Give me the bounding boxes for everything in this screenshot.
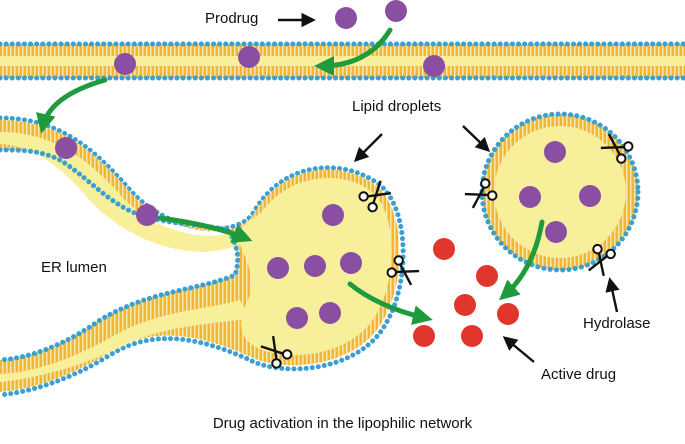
arrow-icon xyxy=(36,77,108,134)
prodrug-molecule xyxy=(55,137,77,159)
flow-arrows xyxy=(36,27,545,325)
prodrug-molecules xyxy=(55,0,601,329)
hydrolase-label: Hydrolase xyxy=(583,315,651,332)
prodrug-molecule xyxy=(322,204,344,226)
prodrug-molecule xyxy=(340,252,362,274)
active-drug-molecule xyxy=(413,325,435,347)
active-drug-molecule xyxy=(433,238,455,260)
prodrug-molecule xyxy=(423,55,445,77)
prodrug-molecule xyxy=(238,46,260,68)
prodrug-molecule xyxy=(579,185,601,207)
active-drug-molecule xyxy=(476,265,498,287)
active-drug-molecules xyxy=(413,238,519,347)
prodrug-label: Prodrug xyxy=(205,10,259,27)
lipid-droplets-label: Lipid droplets xyxy=(352,98,442,115)
label-pointers xyxy=(278,12,620,363)
prodrug-molecule xyxy=(304,255,326,277)
prodrug-molecule xyxy=(286,307,308,329)
arrow-icon xyxy=(347,281,433,325)
arrow-icon xyxy=(157,215,253,243)
figure-caption: Drug activation in the lipophilic networ… xyxy=(212,415,473,432)
prodrug-molecule xyxy=(267,257,289,279)
active-drug-label: Active drug xyxy=(541,366,617,383)
prodrug-molecule xyxy=(519,186,541,208)
prodrug-molecule xyxy=(319,302,341,324)
active-drug-molecule xyxy=(461,325,483,347)
arrow-icon xyxy=(353,133,383,163)
prodrug-molecule xyxy=(385,0,407,22)
prodrug-molecule xyxy=(545,221,567,243)
arrow-icon xyxy=(605,277,620,313)
active-drug-molecule xyxy=(497,303,519,325)
arrow-icon xyxy=(314,27,393,76)
er-lumen-label: ER lumen xyxy=(41,259,107,276)
prodrug-molecule xyxy=(136,204,158,226)
active-drug-molecule xyxy=(454,294,476,316)
arrow-icon xyxy=(499,219,545,301)
er-membrane-top xyxy=(0,41,685,81)
prodrug-molecule xyxy=(335,7,357,29)
arrow-icon xyxy=(502,336,535,363)
lipid-droplet-right xyxy=(479,111,641,273)
arrow-icon xyxy=(462,125,491,152)
prodrug-molecule xyxy=(544,141,566,163)
prodrug-molecule xyxy=(114,53,136,75)
